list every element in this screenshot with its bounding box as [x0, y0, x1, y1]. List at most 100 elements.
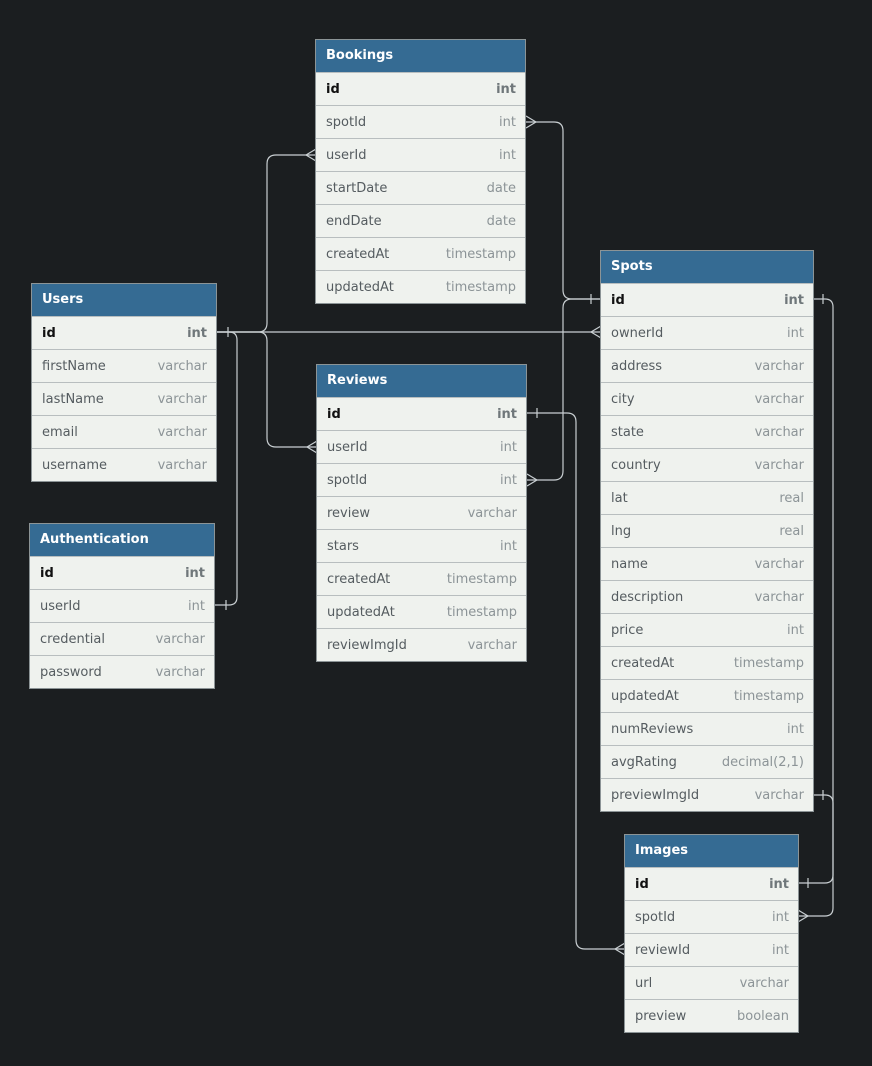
field-type: varchar [754, 787, 804, 803]
table-header-images[interactable]: Images [625, 835, 798, 867]
field-type: int [769, 876, 789, 892]
field-type: varchar [467, 505, 517, 521]
field-type: int [787, 325, 804, 341]
field-name: state [611, 424, 644, 440]
connector-users-auth [215, 331, 238, 606]
field-type: int [499, 147, 516, 163]
field-row-spots-price[interactable]: price int [601, 613, 813, 646]
field-row-users-username[interactable]: username varchar [32, 448, 216, 481]
table-header-bookings[interactable]: Bookings [316, 40, 525, 72]
table-header-spots[interactable]: Spots [601, 251, 813, 283]
field-type: timestamp [445, 279, 516, 295]
field-row-spots-city[interactable]: city varchar [601, 382, 813, 415]
field-row-users-email[interactable]: email varchar [32, 415, 216, 448]
field-type: timestamp [446, 571, 517, 587]
crowfoot-images-spotId [797, 909, 810, 923]
field-name: ownerId [611, 325, 664, 341]
field-name: description [611, 589, 684, 605]
field-type: varchar [754, 391, 804, 407]
field-type: int [185, 565, 205, 581]
field-type: varchar [739, 975, 789, 991]
field-type: timestamp [446, 604, 517, 620]
field-name: avgRating [611, 754, 677, 770]
field-row-spots-address[interactable]: address varchar [601, 349, 813, 382]
field-type: varchar [754, 358, 804, 374]
field-row-spots-ownerId[interactable]: ownerId int [601, 316, 813, 349]
field-name: lastName [42, 391, 104, 407]
field-name: previewImgId [611, 787, 700, 803]
field-type: timestamp [733, 655, 804, 671]
field-name: price [611, 622, 644, 638]
connector-spots-reviews [527, 298, 601, 481]
field-type: int [496, 81, 516, 97]
field-type: varchar [155, 664, 205, 680]
field-name: country [611, 457, 661, 473]
table-header-users[interactable]: Users [32, 284, 216, 316]
field-name: stars [327, 538, 359, 554]
field-name: updatedAt [611, 688, 679, 704]
field-name: id [611, 292, 625, 308]
table-header-reviews[interactable]: Reviews [317, 365, 526, 397]
field-name: address [611, 358, 663, 374]
field-type: varchar [157, 424, 207, 440]
field-name: email [42, 424, 78, 440]
field-type: int [787, 622, 804, 638]
field-type: real [779, 523, 804, 539]
field-name: createdAt [611, 655, 675, 671]
field-name: username [42, 457, 107, 473]
table-header-authentication[interactable]: Authentication [30, 524, 214, 556]
field-row-spots-createdAt[interactable]: createdAt timestamp [601, 646, 813, 679]
field-type: varchar [157, 457, 207, 473]
field-name: spotId [635, 909, 676, 925]
field-type: int [188, 598, 205, 614]
field-name: city [611, 391, 635, 407]
field-row-spots-previewImgId[interactable]: previewImgId varchar [601, 778, 813, 811]
field-row-spots-state[interactable]: state varchar [601, 415, 813, 448]
field-type: varchar [754, 424, 804, 440]
crowfoot-bookings-spotId [525, 115, 538, 129]
field-name: id [327, 406, 341, 422]
